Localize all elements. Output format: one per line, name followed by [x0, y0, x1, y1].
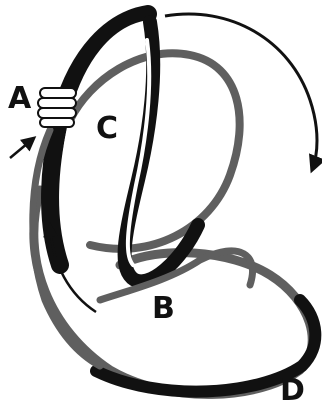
small-arrow-to-grip: [10, 138, 34, 158]
label-d: D: [280, 373, 305, 408]
label-b: B: [152, 291, 175, 326]
fingers-grip-icon: [38, 88, 76, 127]
label-a: A: [8, 81, 32, 116]
label-c: C: [96, 111, 118, 146]
